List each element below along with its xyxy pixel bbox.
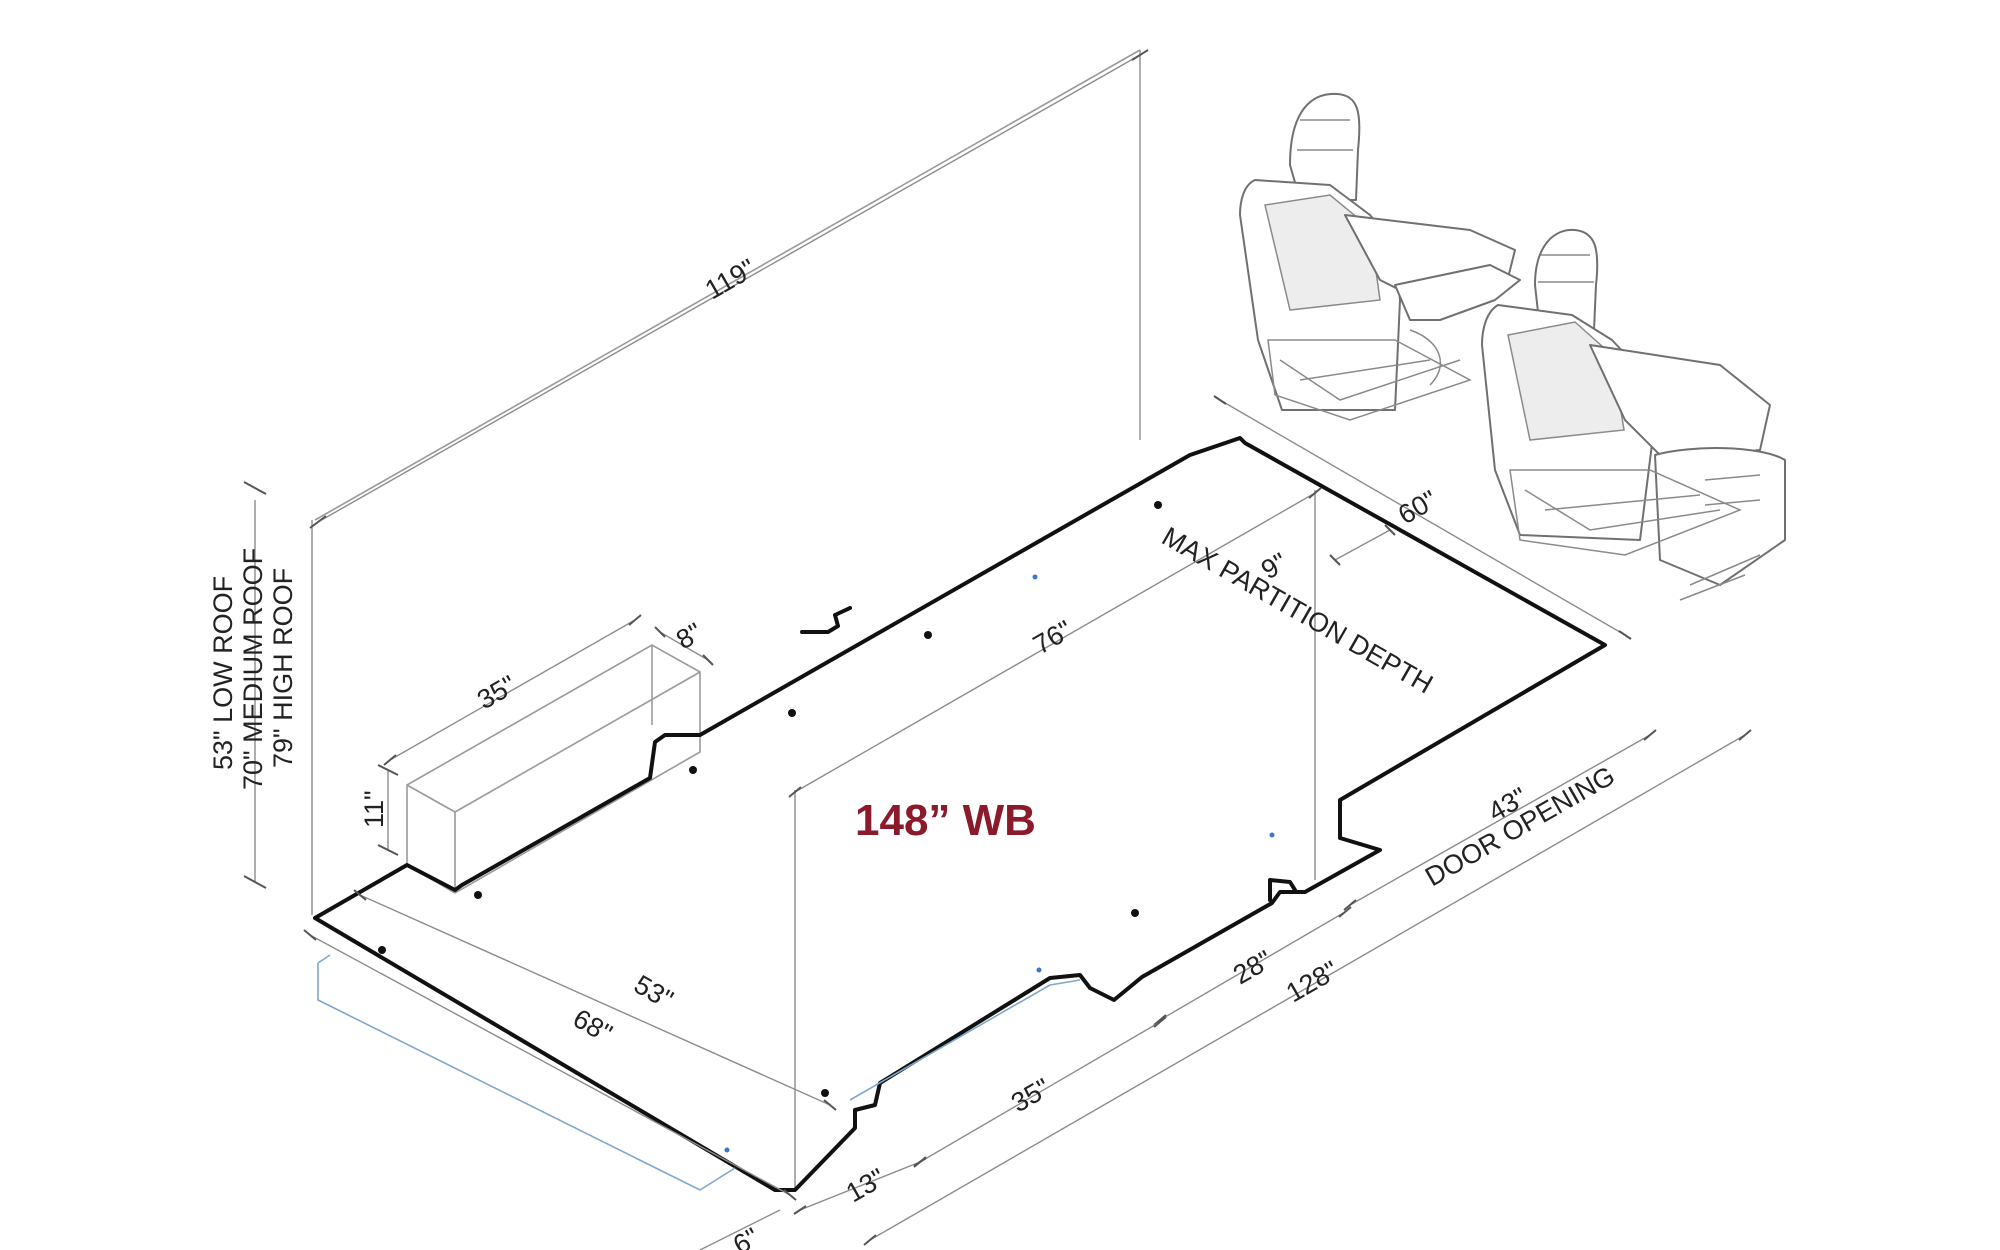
label-max-partition-depth: MAX PARTITION DEPTH (1157, 521, 1438, 699)
floor-liner-outline (317, 954, 1081, 1191)
front-seat-icon (1239, 92, 1786, 601)
label-128: 128" (1281, 955, 1343, 1008)
floor-mounting-points (378, 501, 1275, 1153)
label-68: 68" (568, 1003, 617, 1049)
dimension-119 (309, 49, 1149, 529)
label-cut-off: 6" (728, 1222, 764, 1250)
label-28: 28" (1228, 944, 1277, 990)
label-53: 53" (629, 969, 678, 1015)
dimension-68 (303, 929, 797, 1201)
dimension-13 (793, 1157, 927, 1215)
wheelbase-label: 148” WB (855, 796, 1036, 845)
height-frame (311, 49, 1316, 1190)
label-119: 119" (700, 253, 761, 305)
dimension-9 (1329, 524, 1396, 566)
label-medium-roof: 70" MEDIUM ROOF (238, 548, 268, 790)
label-8: 8" (671, 617, 707, 655)
label-low-roof: 53" LOW ROOF (208, 576, 238, 770)
dimension-cut-off (699, 1209, 781, 1250)
dimension-53 (353, 889, 837, 1111)
label-60: 60" (1393, 484, 1442, 530)
dimension-60 (1213, 395, 1632, 640)
wheel-well-box (377, 614, 714, 894)
dimension-28 (1153, 906, 1352, 1026)
label-13: 13" (841, 1162, 890, 1208)
dimension-128 (863, 729, 1752, 1246)
label-door-opening: DOOR OPENING (1420, 760, 1620, 892)
label-high-roof: 79" HIGH ROOF (268, 568, 298, 768)
dimension-roof-height (243, 481, 267, 889)
label-35-rear: 35" (1006, 1072, 1055, 1118)
dimension-43 (1343, 729, 1657, 911)
cargo-floor-outline (313, 436, 1607, 1192)
label-11: 11" (359, 790, 389, 828)
dimension-76 (788, 487, 1322, 798)
